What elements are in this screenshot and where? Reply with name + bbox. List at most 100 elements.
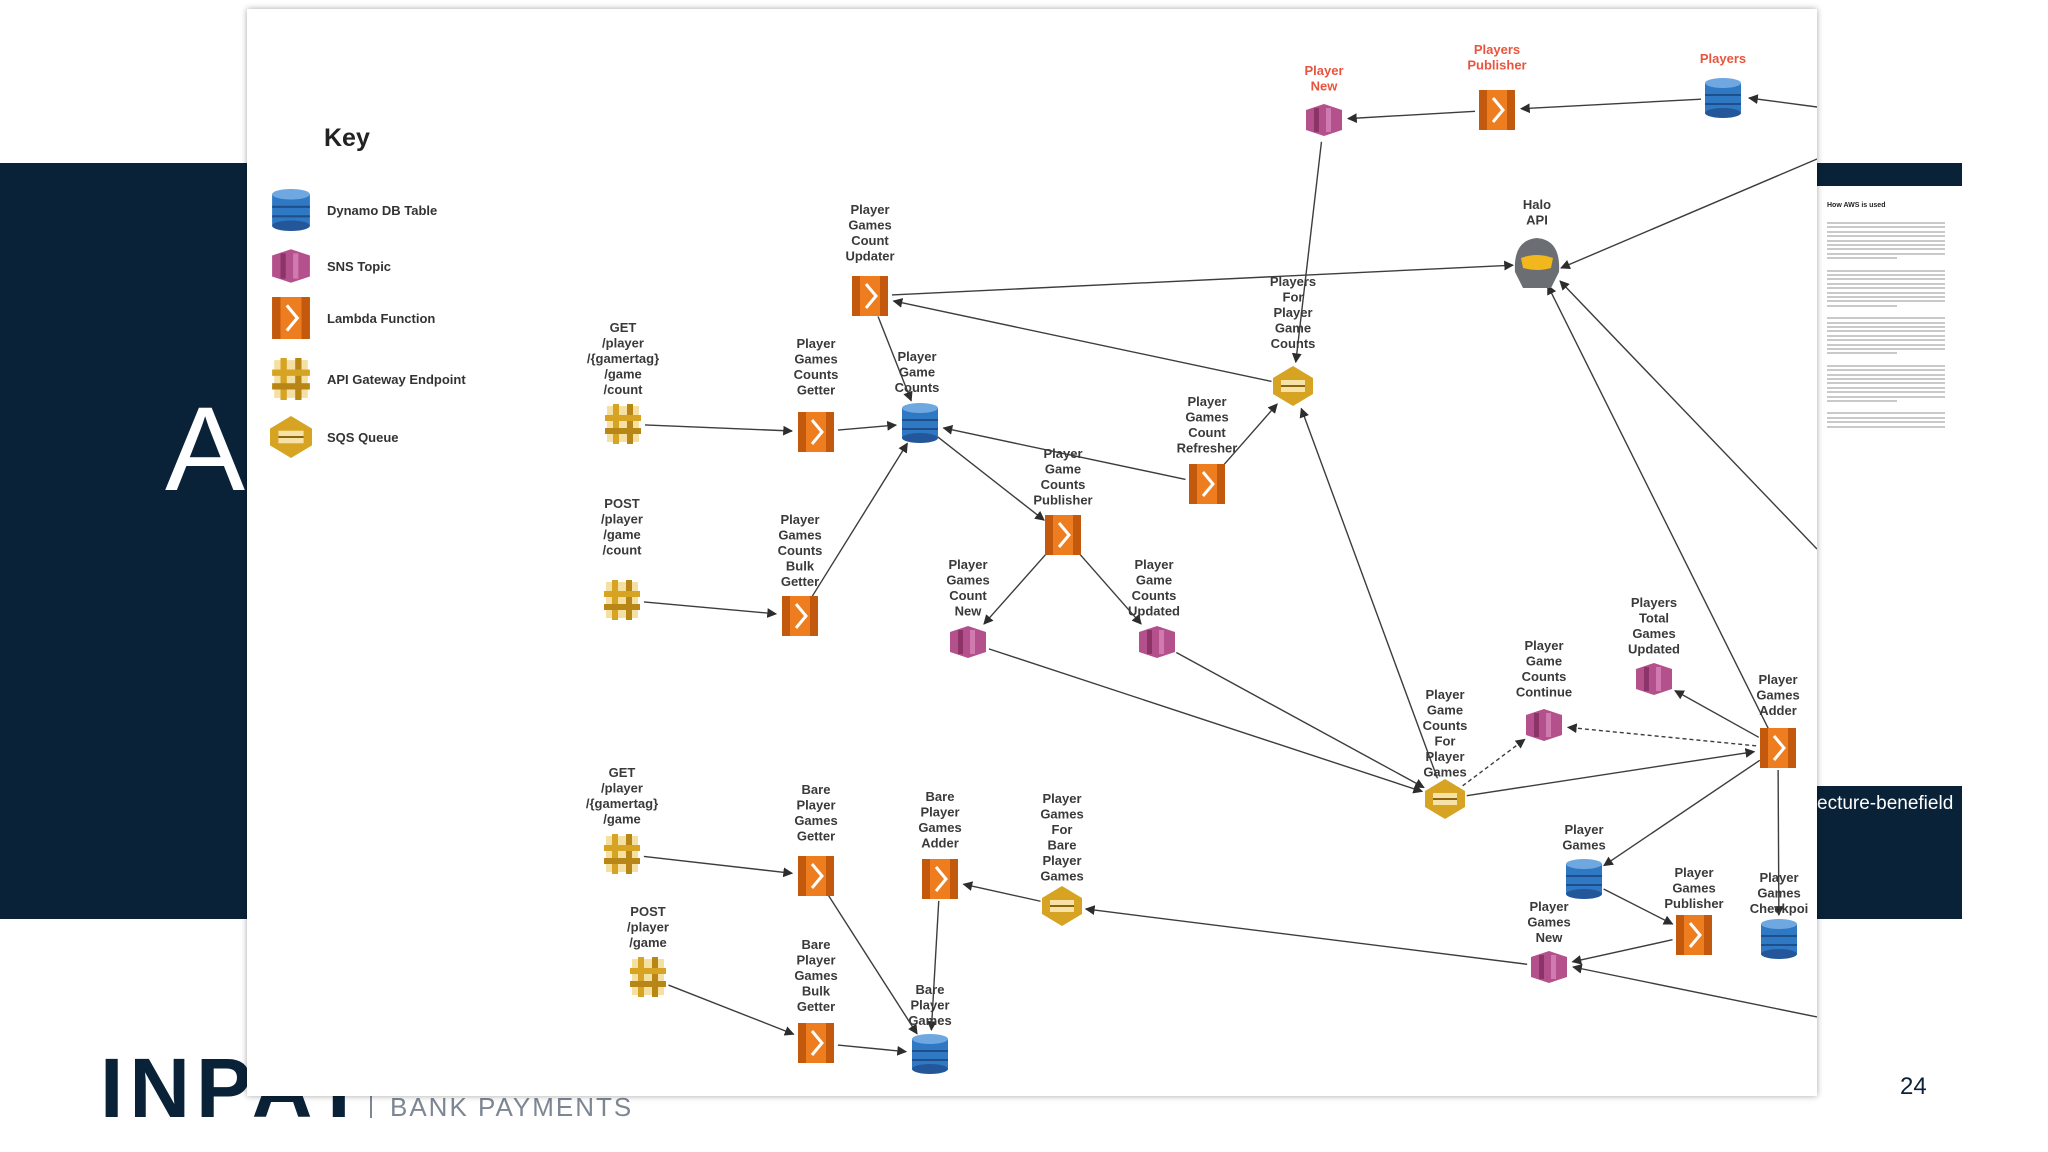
- sns-topic-icon: [950, 626, 986, 658]
- node-label-line: Bare: [926, 789, 955, 804]
- offpage-edge: [1748, 94, 1817, 108]
- node-label-line: Bare: [916, 982, 945, 997]
- node-label-line: Players: [1474, 42, 1520, 57]
- edge-player_games-to-player_games_publisher: [1603, 888, 1674, 925]
- edge-post_game-to-bare_pg_bulk_getter: [668, 984, 795, 1036]
- doc-text-line: [1827, 248, 1945, 251]
- edge-player_new-to-players_for_player_game_counts: [1291, 141, 1323, 364]
- node-label-line: Games: [908, 1013, 951, 1028]
- node-label-line: Count: [851, 233, 889, 248]
- edge-player_games_adder-to-player_games_checkpoi: [1773, 769, 1784, 916]
- halo-helmet-icon: [1514, 238, 1560, 288]
- edge-players_publisher-to-player_new: [1346, 110, 1476, 123]
- node-label-line: Continue: [1516, 685, 1572, 700]
- node-label-line: Bare: [802, 937, 831, 952]
- edge-bare_pg_bulk_getter-to-bare_player_games: [837, 1044, 908, 1056]
- doc-text-line: [1827, 321, 1945, 324]
- node-label-line: Player: [796, 336, 835, 351]
- doc-text-line: [1827, 300, 1945, 303]
- node-label-line: POST: [604, 496, 639, 511]
- node-label-line: Player: [1674, 865, 1713, 880]
- lambda-function-icon: [798, 412, 834, 452]
- edge-players-to-players_publisher: [1519, 98, 1702, 114]
- legend-item-sns: SNS Topic: [272, 249, 391, 283]
- edge-player_games_publisher-to-player_games_new: [1571, 939, 1673, 965]
- edge-pg_counts_updated-to-pg_counts_for_player_games: [1175, 651, 1425, 789]
- edge-pg_counts_publisher-to-pg_count_new: [983, 550, 1049, 625]
- node-label-line: Games: [848, 218, 891, 233]
- lambda-legend-icon: [272, 297, 310, 339]
- legend-label: API Gateway Endpoint: [327, 372, 466, 387]
- edge-players_for_player_game_counts-to-pg_count_updater: [892, 298, 1272, 383]
- lambda-function-icon: [798, 1023, 834, 1063]
- doc-text-line: [1827, 226, 1945, 229]
- offpage-edges-layer: [1559, 94, 1817, 1018]
- node-label-line: Publisher: [1467, 58, 1526, 73]
- url-fragment: ecture-benefield: [1817, 793, 1954, 814]
- node-label-line: Player: [1759, 870, 1798, 885]
- doc-text-line: [1827, 334, 1945, 337]
- embedded-doc-page: How AWS is used: [1817, 186, 1962, 786]
- node-label-line: Bulk: [802, 984, 831, 999]
- doc-text-line: [1827, 421, 1945, 424]
- node-label-line: Game: [899, 365, 935, 380]
- node-label-line: Checkpoi: [1750, 901, 1809, 916]
- lambda-function-icon: [798, 856, 834, 896]
- edge-player_games_adder-to-halo_api: [1547, 284, 1769, 729]
- sns-topic-icon: [1531, 951, 1567, 983]
- doc-text-line: [1827, 378, 1945, 380]
- node-players: Players: [1700, 51, 1746, 118]
- node-label-line: Player: [1304, 63, 1343, 78]
- node-label-line: Games: [1672, 881, 1715, 896]
- node-label-line: Counts: [1041, 477, 1086, 492]
- node-label-line: Game: [1275, 321, 1311, 336]
- edge-pg_count_new-to-pg_counts_for_player_games: [988, 648, 1424, 794]
- node-label-line: Games: [1423, 765, 1466, 780]
- sns-legend-icon: [272, 249, 310, 283]
- node-label-line: Player: [948, 557, 987, 572]
- doc-text-line: [1827, 291, 1945, 294]
- node-label-line: /game: [629, 935, 667, 950]
- edge-bare_pg_adder-to-bare_player_games: [926, 900, 940, 1032]
- node-label-line: Games: [778, 528, 821, 543]
- slide-title-letter: A: [165, 382, 246, 516]
- node-label-line: Updater: [845, 249, 894, 264]
- node-label-line: Getter: [797, 829, 835, 844]
- dynamo-legend-icon: [272, 189, 310, 231]
- edge-player_games_adder-to-pg_counts_continue: [1566, 723, 1757, 747]
- node-label-line: Updated: [1128, 604, 1180, 619]
- edge-pg_count_refresher-to-players_for_player_game_counts: [1220, 403, 1278, 468]
- node-label-line: Count: [1188, 425, 1226, 440]
- node-label-line: /player: [601, 781, 643, 796]
- edge-pg_count_refresher-to-player_game_counts: [942, 425, 1186, 481]
- edge-pg_for_bare_pg-to-bare_pg_adder: [962, 881, 1041, 902]
- node-label-line: Games: [794, 968, 837, 983]
- node-label-line: /player: [627, 920, 669, 935]
- node-label-line: Bulk: [786, 559, 815, 574]
- legend-label: Lambda Function: [327, 311, 435, 326]
- dynamo-db-table-icon: [1566, 859, 1602, 899]
- node-label-line: Player: [1187, 394, 1226, 409]
- doc-text-line: [1827, 412, 1945, 415]
- node-get-count: GET/player/{gamertag}/game/count: [587, 320, 659, 444]
- node-label-line: Getter: [781, 574, 819, 589]
- lambda-function-icon: [852, 276, 888, 316]
- node-label-line: Publisher: [1033, 493, 1092, 508]
- edge-player_game_counts-to-pg_counts_publisher: [936, 436, 1045, 521]
- node-label-line: Game: [1045, 462, 1081, 477]
- lambda-function-icon: [922, 859, 958, 899]
- doc-text-line: [1827, 352, 1897, 355]
- node-label-line: Counts: [1423, 718, 1468, 733]
- brand-tagline: BANK PAYMENTS: [390, 1092, 634, 1122]
- node-post-count: POST/player/game/count: [601, 496, 643, 620]
- lambda-function-icon: [1676, 915, 1712, 955]
- doc-text-line: [1827, 244, 1945, 246]
- tagline-divider: [370, 1094, 372, 1118]
